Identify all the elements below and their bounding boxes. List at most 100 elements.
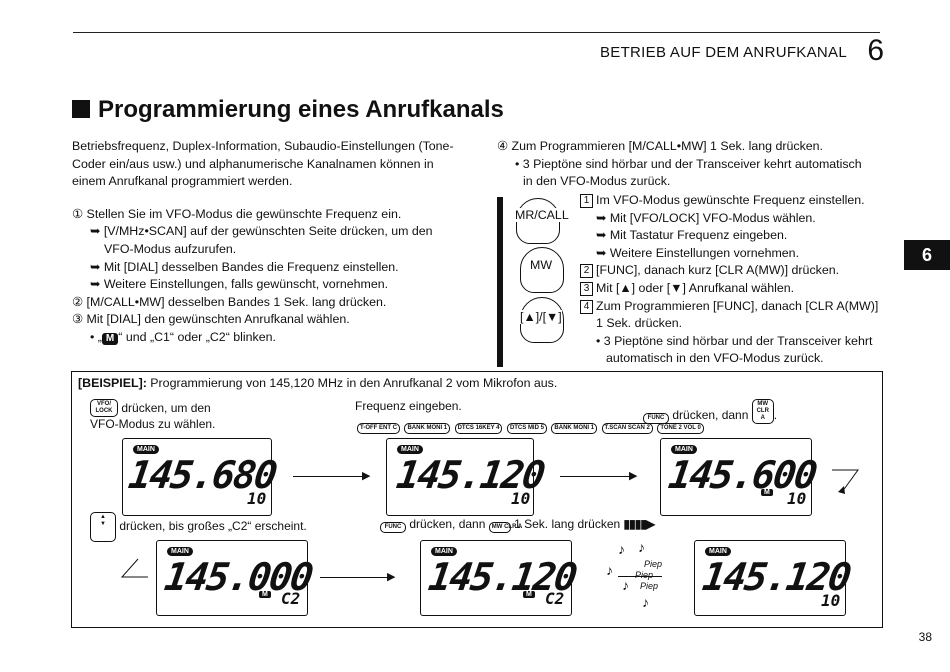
right-column-top: ④ Zum Programmieren [M/CALL•MW] 1 Sek. l…: [497, 138, 892, 191]
music-note-icon: ♪: [606, 562, 613, 578]
lcd-channel: 10: [247, 489, 267, 508]
hold-arrow-icon: ▮▮▮▮▶: [623, 517, 656, 531]
mic-step-2-num: 2: [580, 264, 593, 279]
header-rule: [73, 32, 880, 33]
example-box: [71, 371, 883, 628]
mic-step-1a: ➥ Mit [VFO/LOCK] VFO-Modus wählen.: [596, 210, 816, 225]
music-note-icon: ♪: [618, 541, 625, 557]
vfo-lock-key-icon: VFO/ LOCK: [90, 399, 118, 417]
lcd-main-badge: MAIN: [167, 547, 193, 556]
keypad-keys: T-OFF ENT C BANK MONI 1 DTCS 16KEY 4 DTC…: [357, 416, 704, 434]
step-2: ② [M/CALL•MW] desselben Bandes 1 Sek. la…: [72, 294, 387, 309]
func-key-icon: FUNC: [643, 413, 669, 424]
mic-step-1-num: 1: [580, 194, 593, 208]
mic-step-2: 2[FUNC], danach kurz [CLR A(MW)] drücken…: [580, 262, 890, 280]
arrow-right-icon: [293, 476, 365, 477]
lcd-channel: C2: [545, 589, 565, 608]
mic-step-1b: ➥ Mit Tastatur Frequenz eingeben.: [596, 228, 788, 243]
arrowhead-icon: ▶: [387, 571, 396, 583]
mic-mw-label: MW: [530, 258, 553, 272]
example-step-3-dot: .: [773, 408, 778, 422]
arrowhead-icon: ▶: [629, 470, 638, 482]
lcd-display-1: MAIN 145.680 10: [122, 438, 278, 516]
intro-line-3: einem Anrufkanal programmiert werden.: [72, 174, 293, 189]
example-step-2: Frequenz eingeben.: [355, 399, 462, 413]
key-dtcs-icon: DTCS 16KEY 4: [454, 423, 503, 434]
example-step-3: FUNC drücken, dann MW CLR A.: [643, 399, 777, 424]
arrow-wrap-down-icon: [832, 469, 859, 494]
mic-step-3-num: 3: [580, 281, 593, 296]
section-number: 6: [867, 34, 884, 67]
mic-step-1c: ➥ Weitere Einstellungen vornehmen.: [596, 245, 800, 260]
mic-step-4-cont: 1 Sek. drücken.: [596, 316, 683, 331]
arrow-right-icon: [618, 576, 662, 577]
music-note-icon: ♪: [638, 539, 645, 555]
example-step-1-text: drücken, um den: [121, 401, 211, 415]
arrow-right-icon: [560, 476, 632, 477]
step-3a-post: “ und „C1“ oder „C2“ blinken.: [118, 329, 276, 344]
key-tscan-icon: T.SCAN SCAN 2: [601, 423, 653, 434]
example-heading: [BEISPIEL]: Programmierung von 145,120 M…: [78, 376, 557, 390]
arrowhead-icon: ▶: [362, 470, 371, 482]
example-step-4-text: drücken, bis großes „C2“ erscheint.: [119, 519, 307, 534]
key-bank-icon: BANK MONI 1: [404, 423, 451, 434]
mic-divider-bar: [497, 197, 503, 367]
page-number: 38: [918, 630, 932, 644]
beep-text: Piep: [640, 581, 659, 591]
mic-step-4-text: Zum Programmieren [FUNC], danach [CLR A(…: [596, 298, 879, 313]
up-down-key-icon: ▲▼: [90, 512, 116, 542]
key-toff-icon: T-OFF ENT C: [357, 423, 400, 434]
mic-step-4-num: 4: [580, 299, 593, 314]
lcd-display-5: MAIN 145.120 M C2: [420, 540, 578, 616]
lcd-channel: 10: [787, 489, 807, 508]
example-step-1: VFO/ LOCK drücken, um den VFO-Modus zu w…: [90, 399, 215, 432]
lcd-memory-indicator: M: [259, 591, 271, 598]
mic-step-3-text: Mit [▲] oder [▼] Anrufkanal wählen.: [596, 280, 795, 295]
step-4a-cont: in den VFO-Modus zurück.: [523, 174, 671, 189]
step-3a-pre: • „: [90, 329, 102, 344]
step-3: ③ Mit [DIAL] den gewünschten Anrufkanal …: [72, 312, 350, 327]
key-tone-icon: TONE 2 VOL 0: [657, 423, 704, 434]
step-1c: ➥ Weitere Einstellungen, falls gewünscht…: [90, 277, 389, 292]
step-1a-cont: VFO-Modus aufzurufen.: [104, 241, 237, 256]
lcd-display-4: MAIN 145.000 M C2: [156, 540, 314, 616]
chapter-tab: 6: [904, 240, 950, 270]
lcd-main-badge: MAIN: [397, 445, 423, 454]
spacer: [72, 191, 472, 206]
beep-text: Piep: [644, 559, 663, 569]
mic-step-4c: • 3 Pieptöne sind hörbar und der Transce…: [596, 333, 873, 348]
step-1a: ➥ [V/MHz•SCAN] auf der gewünschten Seite…: [90, 224, 433, 239]
lcd-display-6: MAIN 145.120 10: [694, 540, 852, 616]
lcd-channel: C2: [281, 589, 301, 608]
step-1b: ➥ Mit [DIAL] desselben Bandes die Freque…: [90, 259, 399, 274]
arrow-right-icon: [320, 577, 390, 578]
arrow-wrap-in-icon: [120, 558, 148, 578]
mic-mw-button-icon: [520, 247, 564, 293]
intro-line-1: Betriebsfrequenz, Duplex-Information, Su…: [72, 139, 454, 153]
lcd-main-badge: MAIN: [431, 547, 457, 556]
example-step-5-text: drücken, dann: [409, 517, 486, 531]
step-3a: • „M“ und „C1“ oder „C2“ blinken.: [72, 329, 472, 347]
example-label: [BEISPIEL]:: [78, 376, 147, 390]
func-key-icon: FUNC: [380, 522, 406, 533]
step-4a: • 3 Pieptöne sind hörbar und der Transce…: [515, 156, 862, 171]
lcd-display-3: MAIN 145.600 M 10: [660, 438, 818, 516]
lcd-channel: 10: [821, 591, 841, 610]
example-step-3-text: drücken, dann: [672, 408, 749, 422]
lcd-main-badge: MAIN: [671, 445, 697, 454]
example-step-5-text-cont: 1 Sek. lang drücken: [514, 517, 621, 531]
music-note-icon: ♪: [622, 577, 629, 593]
mic-updown-label: [▲]/[▼]: [520, 310, 562, 324]
music-note-icon: ♪: [642, 594, 649, 610]
example-step-4: ▲▼ drücken, bis großes „C2“ erscheint.: [90, 512, 307, 542]
lcd-memory-indicator: M: [761, 489, 773, 496]
example-step-1-text-cont: VFO-Modus zu wählen.: [90, 417, 216, 431]
key-dtcs2-icon: DTCS MID 5: [506, 423, 547, 434]
beep-text: Piep: [635, 570, 654, 580]
page-title: Programmierung eines Anrufkanals: [72, 96, 504, 124]
mic-step-1-text: Im VFO-Modus gewünschte Frequenz einstel…: [596, 193, 865, 207]
lcd-main-badge: MAIN: [705, 547, 731, 556]
lcd-display-2: MAIN 145.120 10: [386, 438, 546, 516]
